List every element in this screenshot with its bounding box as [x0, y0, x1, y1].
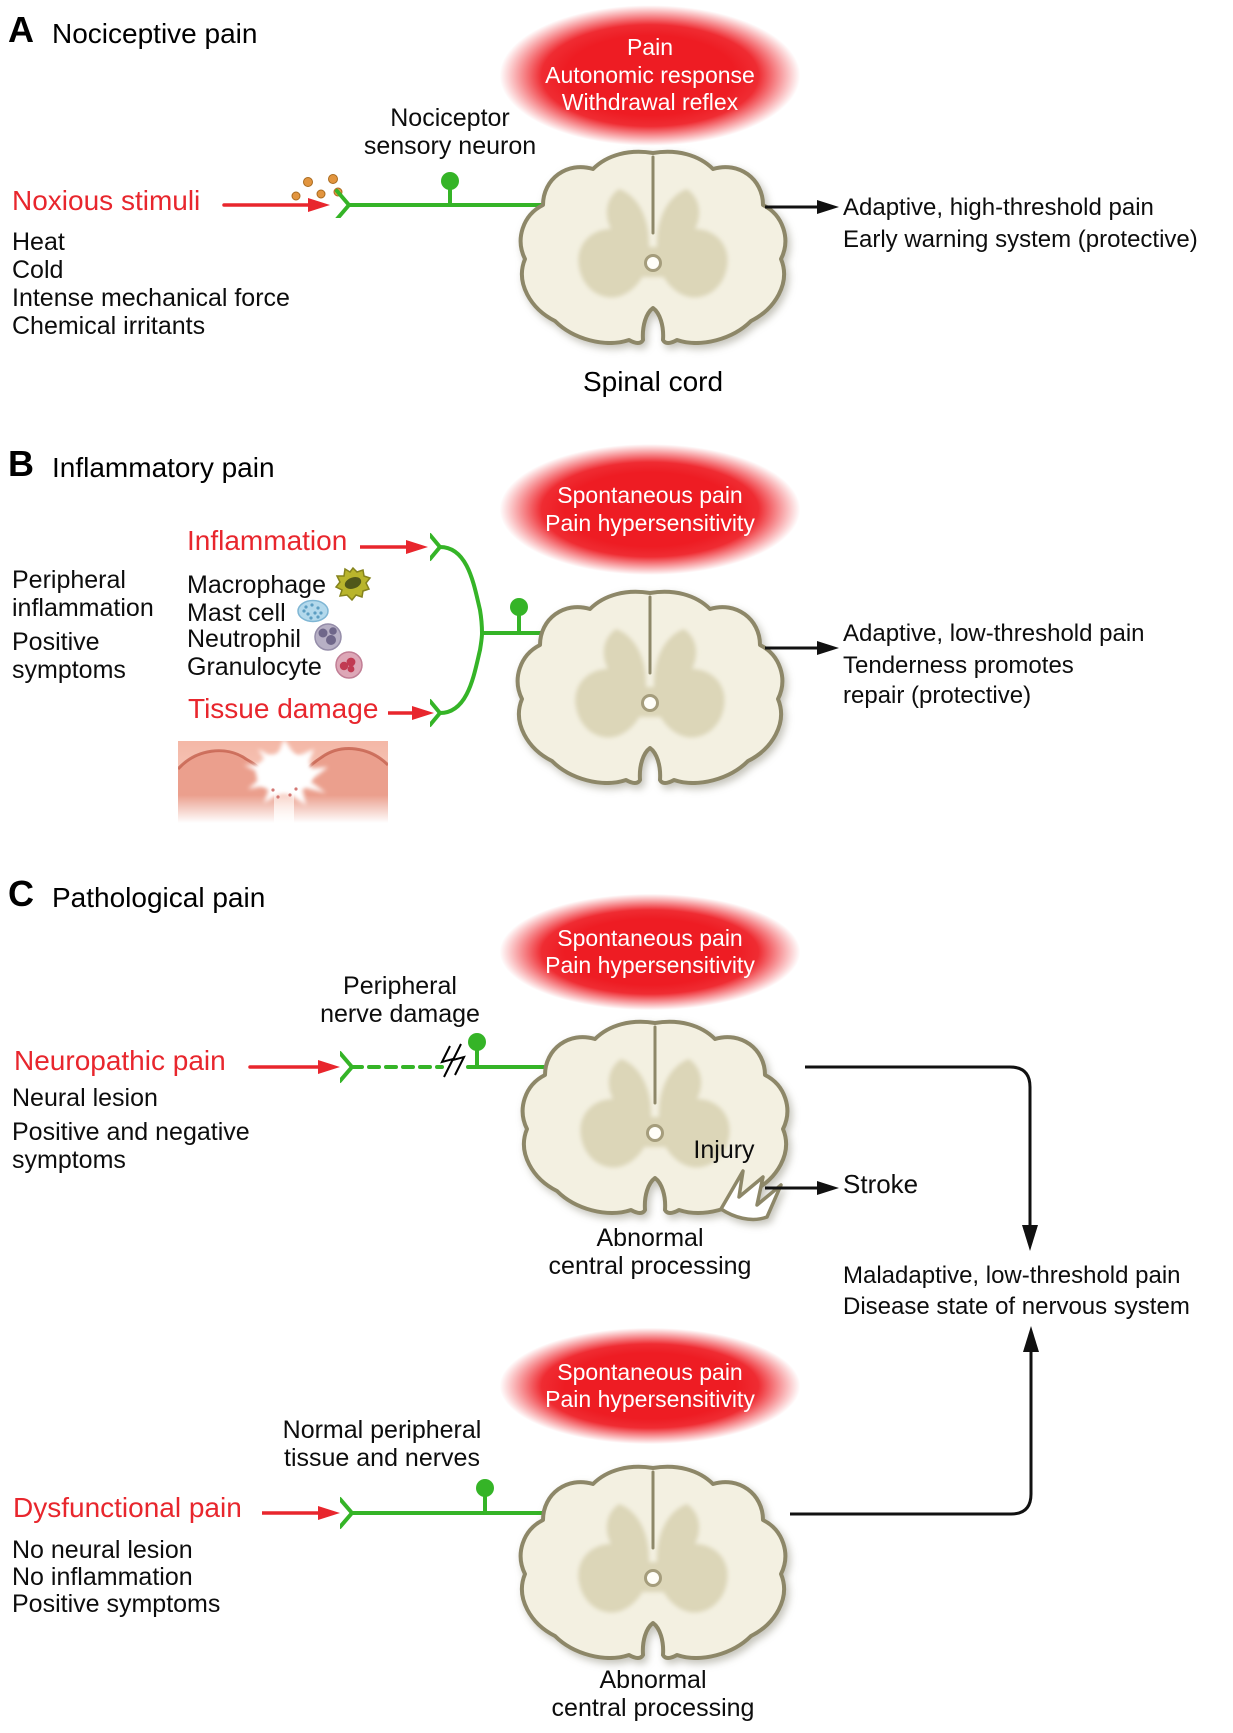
abnormal-processing-bottom-label: Abnormal central processing — [551, 1666, 755, 1722]
cell-row: Mast cell — [187, 595, 332, 631]
normal-peripheral-label: Normal peripheral tissue and nerves — [282, 1416, 482, 1472]
section-b-letter: B — [8, 443, 34, 484]
stimulus-item: Intense mechanical force — [12, 284, 290, 312]
red-arrow-icon — [248, 1060, 340, 1074]
section-a-letter: A — [8, 9, 34, 50]
dysfunctional-note-line: No inflammation — [12, 1563, 193, 1591]
left-note-line: symptoms — [12, 656, 126, 684]
damaged-neuron-graphic — [340, 1033, 600, 1083]
cell-label: Mast cell — [187, 599, 286, 627]
injury-notch — [719, 1169, 783, 1222]
injured-spinal-cord-graphic — [505, 1013, 805, 1222]
dysfunctional-note-line: Positive symptoms — [12, 1590, 221, 1618]
black-arrow-icon — [765, 641, 839, 655]
ellipse-c1-line1: Spontaneous pain — [557, 924, 743, 951]
ellipse-c1-line2: Pain hypersensitivity — [545, 952, 755, 978]
spinal-cord-graphic-b — [500, 583, 800, 793]
stimulus-item: Chemical irritants — [12, 312, 206, 340]
spinal-cord-label: Spinal cord — [582, 366, 724, 397]
damaged-tissue-illustration — [178, 739, 388, 823]
outcome-a-line1: Adaptive, high-threshold pain — [843, 194, 1154, 221]
section-a-title: Nociceptive pain — [52, 18, 258, 49]
red-arrow-icon — [360, 540, 428, 554]
section-c-title: Pathological pain — [52, 882, 266, 913]
inflammation-label: Inflammation — [187, 525, 348, 556]
cell-label: Neutrophil — [187, 625, 301, 653]
section-a-outcome-ellipse: Pain Autonomic response Withdrawal refle… — [495, 3, 805, 148]
peripheral-nerve-damage-label: Peripheral nerve damage — [320, 972, 480, 1028]
black-arrow-icon — [765, 200, 839, 214]
section-c-top-outcome-ellipse: Spontaneous pain Pain hypersensitivity — [495, 892, 805, 1012]
ellipse-b-line1: Spontaneous pain — [557, 482, 743, 508]
ellipse-c2-line2: Pain hypersensitivity — [545, 1386, 755, 1412]
lesion-bolt-icon — [440, 1045, 455, 1078]
tissue-damage-label: Tissue damage — [188, 693, 379, 724]
ellipse-b-line2: Pain hypersensitivity — [545, 509, 755, 536]
down-connector-arrow — [805, 1065, 1038, 1251]
cell-row: Granulocyte — [187, 649, 368, 685]
stimulus-item: Heat — [12, 228, 65, 256]
left-note-line: inflammation — [12, 594, 154, 622]
neutrophil-cell-icon — [314, 623, 342, 651]
cell-label: Macrophage — [187, 571, 326, 599]
outcome-a-line2: Early warning system (protective) — [843, 226, 1198, 253]
ellipse-a-line3: Withdrawal reflex — [561, 89, 739, 116]
outcome-c-line2: Disease state of nervous system — [843, 1293, 1190, 1320]
mast-cell-icon — [296, 599, 329, 623]
noxious-stimuli-label: Noxious stimuli — [12, 185, 201, 216]
ellipse-c2-line1: Spontaneous pain — [557, 1358, 743, 1385]
left-note-line: Positive — [12, 628, 100, 656]
black-arrow-icon — [765, 1181, 839, 1195]
macrophage-cell-icon — [334, 566, 372, 601]
inflammatory-neuron-graphic — [430, 533, 586, 727]
spinal-cord-graphic-c2 — [503, 1458, 803, 1668]
cell-row: Neutrophil — [187, 621, 347, 657]
neuropathic-note-line: Positive and negative — [12, 1118, 250, 1146]
ellipse-a-line2: Autonomic response — [545, 61, 755, 88]
lesion-bolt-icon — [451, 1043, 466, 1076]
red-arrow-icon — [222, 198, 330, 212]
section-b-title: Inflammatory pain — [52, 452, 275, 483]
cell-row: Macrophage — [187, 566, 372, 603]
section-b-outcome-ellipse: Spontaneous pain Pain hypersensitivity — [495, 442, 805, 577]
injury-label: Injury — [693, 1136, 755, 1164]
section-c-letter: C — [8, 873, 34, 914]
stimulus-item: Cold — [12, 256, 64, 284]
granulocyte-cell-icon — [335, 651, 363, 679]
outcome-b-line1: Adaptive, low-threshold pain — [843, 620, 1145, 647]
red-arrow-icon — [262, 1506, 340, 1520]
spinal-cord-graphic-a — [503, 143, 803, 353]
section-c-bottom-outcome-ellipse: Spontaneous pain Pain hypersensitivity — [495, 1326, 805, 1446]
abnormal-processing-top-label: Abnormal central processing — [548, 1224, 752, 1280]
outcome-b-line3: repair (protective) — [843, 682, 1032, 709]
stroke-label: Stroke — [843, 1169, 919, 1199]
neuropathic-pain-label: Neuropathic pain — [14, 1045, 226, 1076]
ellipse-a-line1: Pain — [626, 34, 674, 61]
red-arrow-icon — [388, 706, 434, 720]
dysfunctional-pain-label: Dysfunctional pain — [13, 1492, 242, 1523]
outcome-c-line1: Maladaptive, low-threshold pain — [843, 1262, 1181, 1289]
cell-label: Granulocyte — [187, 653, 322, 681]
outcome-b-line2: Tenderness promotes — [843, 652, 1074, 679]
neuropathic-note-line: symptoms — [12, 1146, 126, 1174]
left-note-line: Peripheral — [12, 566, 126, 594]
dysfunctional-note-line: No neural lesion — [12, 1536, 193, 1564]
up-connector-arrow — [790, 1326, 1039, 1516]
neuropathic-note-line: Neural lesion — [12, 1084, 158, 1112]
nociceptor-neuron-label: Nociceptor sensory neuron — [363, 104, 537, 160]
